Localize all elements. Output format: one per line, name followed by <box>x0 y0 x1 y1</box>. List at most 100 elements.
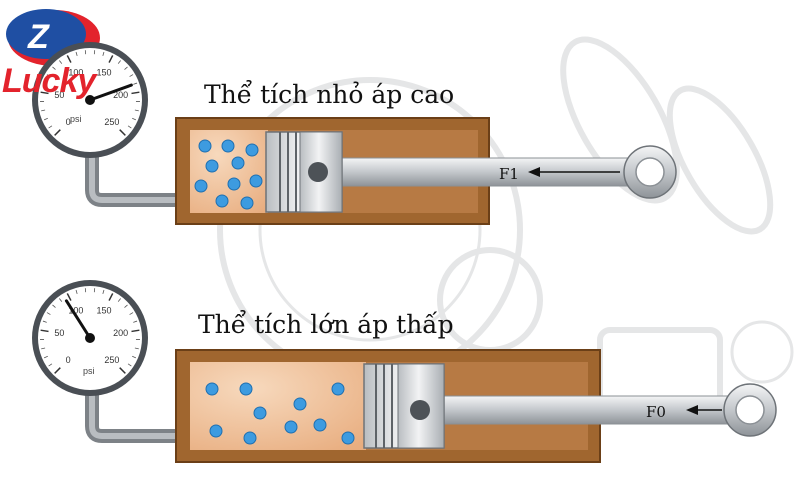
gauge-tick <box>131 329 140 333</box>
bottom-caption: Thể tích lớn áp thấp <box>198 310 454 339</box>
gauge-minor-tick <box>75 51 78 56</box>
gauge-minor-tick <box>42 320 47 323</box>
gauge-tick-label: 200 <box>113 90 128 100</box>
top-cylinder-assembly: 0 50 100 150 200 250 psi <box>32 42 677 225</box>
air-particle <box>239 382 253 396</box>
air-particle <box>245 143 259 157</box>
bottom-pressure-gauge: 0 50 100 150 200 250 psi <box>32 280 148 396</box>
gauge-tick-label: 50 <box>54 90 64 100</box>
gauge-tick <box>131 91 140 95</box>
air-particle <box>227 177 241 191</box>
gauge-unit: psi <box>70 114 82 124</box>
air-particle <box>331 382 345 396</box>
gauge-tick <box>108 293 114 301</box>
air-particle <box>209 424 223 438</box>
gauge-tick <box>119 129 126 136</box>
gauge-minor-tick <box>117 60 121 64</box>
top-force-arrow <box>528 167 620 177</box>
gauge-tick-label: 100 <box>68 67 83 77</box>
gauge-tick <box>40 91 49 95</box>
gauge-minor-tick <box>134 347 139 350</box>
gauge-minor-tick <box>43 355 48 359</box>
air-particle <box>284 420 298 434</box>
gauge-tick <box>54 129 61 136</box>
bottom-force-arrow <box>686 405 722 415</box>
gauge-tick <box>66 55 72 63</box>
gauge-minor-tick <box>102 51 105 56</box>
top-air-particles <box>194 139 263 210</box>
logo-letter: Z <box>27 18 50 56</box>
gauge-minor-tick <box>129 74 134 77</box>
gauge-minor-tick <box>59 60 63 64</box>
gauge-minor-tick <box>46 312 51 315</box>
air-particle <box>221 139 235 153</box>
gauge-minor-tick <box>133 320 138 323</box>
gauge-minor-tick <box>127 363 132 367</box>
gauge-minor-tick <box>124 304 128 308</box>
gauge-minor-tick <box>52 304 56 308</box>
top-pipe <box>85 148 185 207</box>
gauge-tick-label: 50 <box>54 328 64 338</box>
gauge-minor-tick <box>41 347 46 350</box>
gauge-minor-tick <box>75 289 78 294</box>
bottom-pipe <box>85 388 185 443</box>
gauge-ticks: 0 50 100 150 200 250 <box>40 288 140 374</box>
gauge-tick <box>119 367 126 374</box>
air-particle <box>198 139 212 153</box>
gauge-minor-tick <box>102 289 105 294</box>
air-particle <box>240 196 254 210</box>
gauge-ticks: 0 50 100 150 200 250 <box>40 50 140 136</box>
air-particle <box>194 179 208 193</box>
air-particle <box>249 174 263 188</box>
top-force-label: F1 <box>499 165 519 183</box>
gauge-tick <box>54 367 61 374</box>
air-particle <box>341 431 355 445</box>
gauge-minor-tick <box>124 66 128 70</box>
gauge-tick-label: 250 <box>104 117 119 127</box>
gauge-tick-label: 0 <box>66 355 71 365</box>
air-particle <box>205 159 219 173</box>
gauge-minor-tick <box>41 109 46 112</box>
gauge-needle <box>64 299 92 340</box>
bottom-force-label: F0 <box>646 403 666 421</box>
top-piston-pin <box>308 162 328 182</box>
gauge-minor-tick <box>127 125 132 129</box>
brand-wordmark: Lucky <box>2 62 96 100</box>
gauge-minor-tick <box>43 117 48 121</box>
gauge-tick <box>66 293 72 301</box>
gauge-hub <box>85 333 95 343</box>
brand-logo: Z <box>6 9 100 66</box>
bottom-piston-pin <box>410 400 430 420</box>
gauge-minor-tick <box>48 125 53 129</box>
air-particle <box>293 397 307 411</box>
top-pressure-gauge: 0 50 100 150 200 250 psi <box>32 42 148 158</box>
gauge-tick <box>108 55 114 63</box>
air-particle <box>205 382 219 396</box>
gauge-unit: psi <box>83 366 95 376</box>
top-caption: Thể tích nhỏ áp cao <box>204 80 455 109</box>
gauge-minor-tick <box>117 298 121 302</box>
air-particle <box>253 406 267 420</box>
gauge-minor-tick <box>52 66 56 70</box>
gauge-minor-tick <box>134 109 139 112</box>
gauge-hub <box>85 95 95 105</box>
gauge-minor-tick <box>133 82 138 85</box>
gauge-tick-label: 100 <box>68 305 83 315</box>
gauge-minor-tick <box>48 363 53 367</box>
gauge-tick <box>40 329 49 333</box>
air-particle <box>243 431 257 445</box>
gauge-tick-label: 0 <box>66 117 71 127</box>
gauge-minor-tick <box>59 298 63 302</box>
gauge-tick-label: 150 <box>97 67 112 77</box>
air-particle <box>215 194 229 208</box>
gauge-tick-label: 200 <box>113 328 128 338</box>
gauge-minor-tick <box>132 355 137 359</box>
gauge-tick-label: 250 <box>104 355 119 365</box>
gauge-needle <box>88 83 133 102</box>
gauge-tick-label: 150 <box>97 305 112 315</box>
gauge-minor-tick <box>132 117 137 121</box>
logo-blue-oval <box>6 9 86 59</box>
